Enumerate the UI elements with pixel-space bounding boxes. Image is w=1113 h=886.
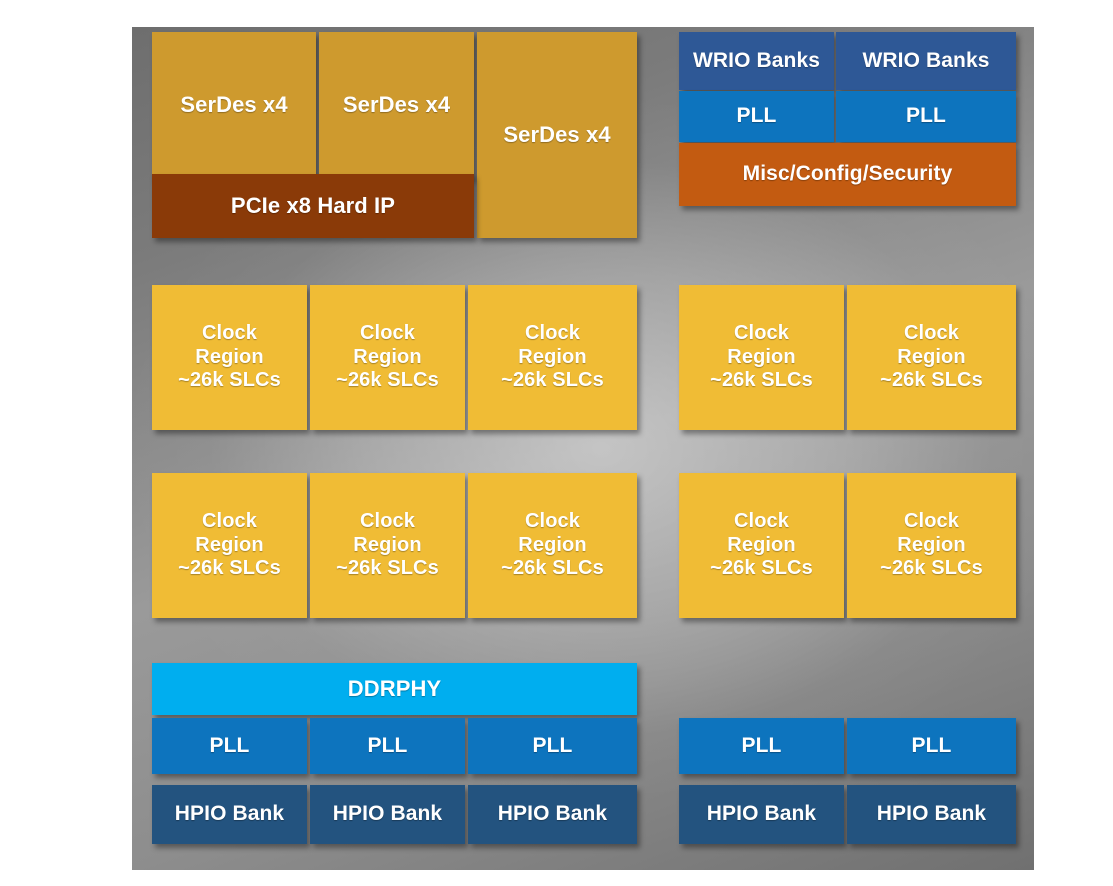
block-ddrphy[interactable]: DDRPHY [152, 663, 637, 715]
block-label: Clock Region ~26k SLCs [336, 510, 439, 580]
block-label: SerDes x4 [342, 92, 451, 118]
block-label: PLL [532, 733, 573, 757]
block-label: HPIO Bank [876, 802, 987, 826]
block-clock-region-left-r2-2[interactable]: Clock Region ~26k SLCs [310, 473, 465, 618]
block-label: PLL [736, 104, 777, 128]
block-wrio-banks-1[interactable]: WRIO Banks [679, 32, 834, 90]
block-label: DDRPHY [347, 676, 442, 702]
die-substrate: SerDes x4 SerDes x4 SerDes x4 PCIe x8 Ha… [132, 27, 1034, 870]
block-label: Clock Region ~26k SLCs [710, 322, 813, 392]
block-clock-region-left-r2-3[interactable]: Clock Region ~26k SLCs [468, 473, 637, 618]
block-clock-region-right-r2-2[interactable]: Clock Region ~26k SLCs [847, 473, 1016, 618]
block-label: PCIe x8 Hard IP [230, 193, 396, 219]
block-wrio-banks-2[interactable]: WRIO Banks [836, 32, 1016, 90]
block-label: SerDes x4 [180, 92, 288, 118]
block-label: Clock Region ~26k SLCs [336, 322, 439, 392]
block-label: Clock Region ~26k SLCs [178, 322, 281, 392]
block-clock-region-left-r1-3[interactable]: Clock Region ~26k SLCs [468, 285, 637, 430]
block-label: PLL [741, 733, 782, 757]
block-label: Clock Region ~26k SLCs [710, 510, 813, 580]
block-clock-region-left-r1-2[interactable]: Clock Region ~26k SLCs [310, 285, 465, 430]
block-label: PLL [367, 733, 408, 757]
block-label: HPIO Bank [706, 802, 817, 826]
block-hpio-bank-left-1[interactable]: HPIO Bank [152, 785, 307, 844]
block-label: Clock Region ~26k SLCs [880, 510, 983, 580]
block-label: HPIO Bank [497, 802, 608, 826]
block-clock-region-right-r1-2[interactable]: Clock Region ~26k SLCs [847, 285, 1016, 430]
block-label: WRIO Banks [692, 48, 821, 72]
block-misc-config-security[interactable]: Misc/Config/Security [679, 143, 1016, 206]
block-label: Clock Region ~26k SLCs [501, 322, 604, 392]
block-hpio-bank-right-2[interactable]: HPIO Bank [847, 785, 1016, 844]
block-serdes-x4-1[interactable]: SerDes x4 [152, 32, 316, 178]
block-label: Clock Region ~26k SLCs [178, 510, 281, 580]
block-pll-top-1[interactable]: PLL [679, 91, 834, 142]
block-label: PLL [906, 104, 946, 128]
block-clock-region-right-r1-1[interactable]: Clock Region ~26k SLCs [679, 285, 844, 430]
block-serdes-x4-2[interactable]: SerDes x4 [319, 32, 474, 178]
block-label: HPIO Bank [174, 802, 285, 826]
block-pll-bottom-left-1[interactable]: PLL [152, 718, 307, 774]
block-clock-region-left-r2-1[interactable]: Clock Region ~26k SLCs [152, 473, 307, 618]
block-label: Clock Region ~26k SLCs [501, 510, 604, 580]
block-hpio-bank-left-3[interactable]: HPIO Bank [468, 785, 637, 844]
block-serdes-x4-3[interactable]: SerDes x4 [477, 32, 637, 238]
block-pll-bottom-left-2[interactable]: PLL [310, 718, 465, 774]
block-pll-bottom-left-3[interactable]: PLL [468, 718, 637, 774]
block-pll-top-2[interactable]: PLL [836, 91, 1016, 142]
block-label: WRIO Banks [862, 48, 990, 72]
block-clock-region-right-r2-1[interactable]: Clock Region ~26k SLCs [679, 473, 844, 618]
block-hpio-bank-left-2[interactable]: HPIO Bank [310, 785, 465, 844]
block-clock-region-left-r1-1[interactable]: Clock Region ~26k SLCs [152, 285, 307, 430]
block-hpio-bank-right-1[interactable]: HPIO Bank [679, 785, 844, 844]
block-label: PLL [911, 733, 952, 757]
block-pcie-x8-hard-ip[interactable]: PCIe x8 Hard IP [152, 174, 474, 238]
block-label: HPIO Bank [332, 802, 443, 826]
block-label: SerDes x4 [503, 122, 611, 148]
block-pll-bottom-right-2[interactable]: PLL [847, 718, 1016, 774]
block-label: Clock Region ~26k SLCs [880, 322, 983, 392]
block-label: Misc/Config/Security [742, 162, 953, 186]
block-label: PLL [209, 733, 250, 757]
block-pll-bottom-right-1[interactable]: PLL [679, 718, 844, 774]
